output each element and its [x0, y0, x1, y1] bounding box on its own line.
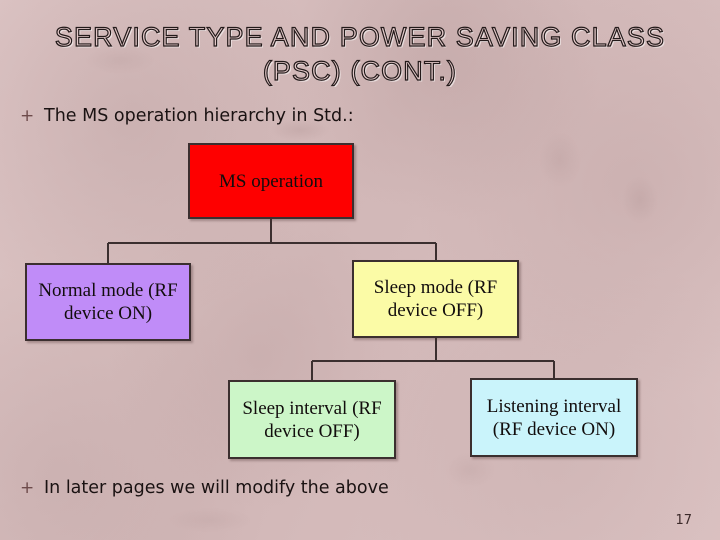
bullet-item-2: + In later pages we will modify the abov…: [20, 478, 389, 498]
page-number: 17: [675, 513, 692, 528]
page-title: SERVICE TYPE AND POWER SAVING CLASS (PSC…: [54, 21, 666, 86]
diagram-node-ms-operation: MS operation: [188, 143, 354, 219]
bullet-marker-icon: +: [20, 106, 35, 126]
diagram-node-listening-interval: Listening interval (RF device ON): [470, 378, 638, 457]
diagram-node-sleep-interval: Sleep interval (RF device OFF): [228, 380, 396, 459]
diagram-node-normal-mode: Normal mode (RF device ON): [25, 263, 191, 341]
bullet-marker-icon: +: [20, 478, 35, 498]
bullet-text-1: The MS operation hierarchy in Std.:: [44, 106, 354, 126]
bullet-text-2: In later pages we will modify the above: [44, 478, 389, 498]
bullet-item-1: + The MS operation hierarchy in Std.:: [20, 106, 354, 126]
diagram-node-sleep-mode: Sleep mode (RF device OFF): [352, 260, 519, 338]
